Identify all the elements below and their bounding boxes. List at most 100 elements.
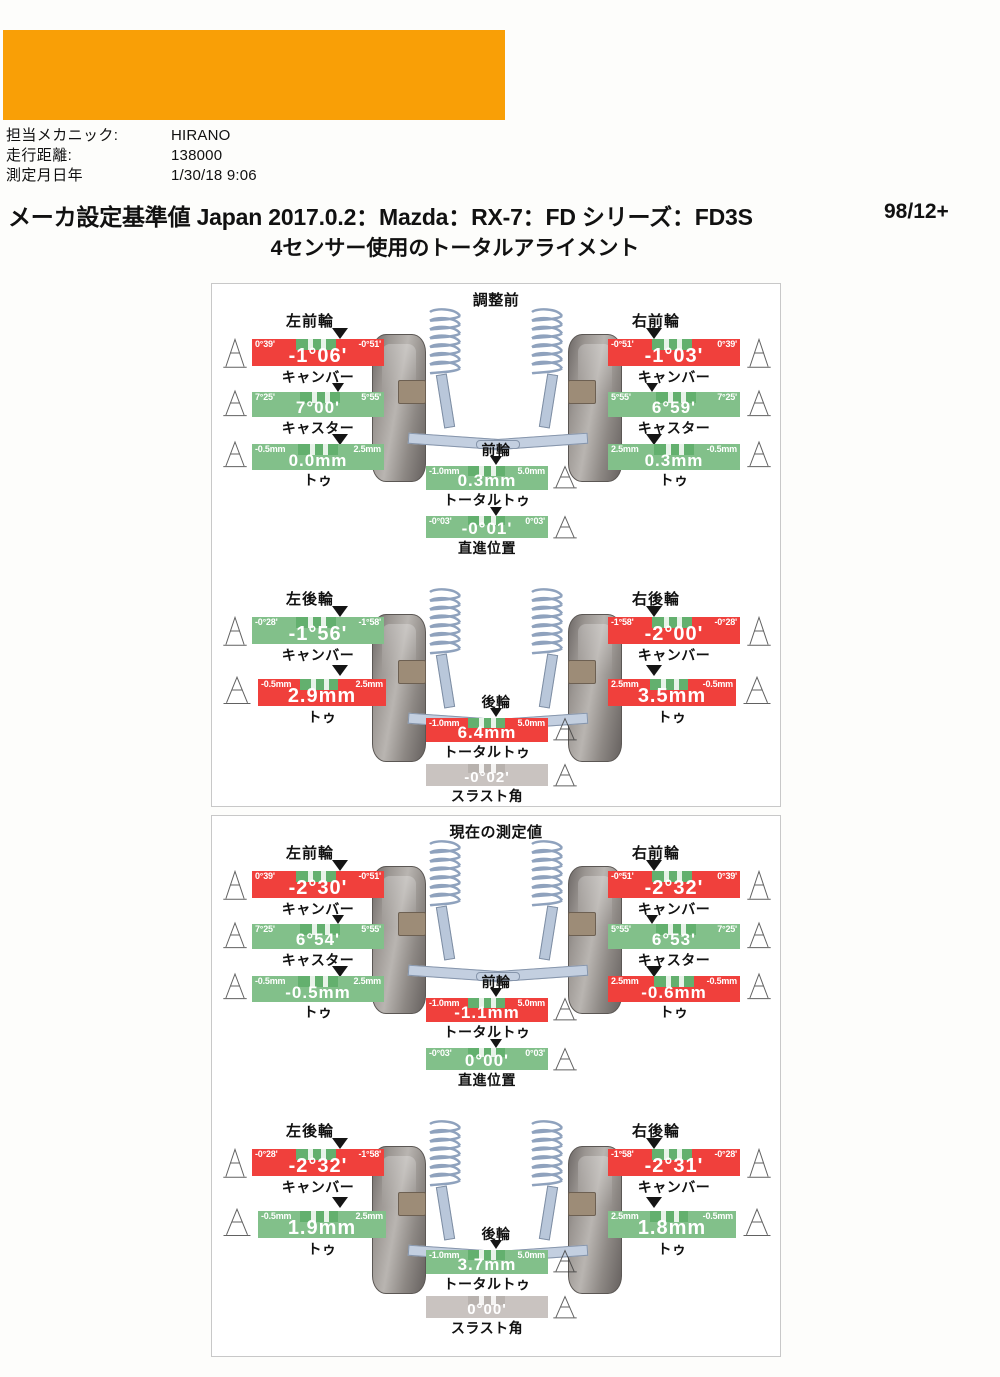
gauge-steering-position-tolerance-nick-left [479,1048,484,1058]
gauge-left-front-toe-tolerance-band [298,444,338,455]
gauge-steering-position-tolerance-band [468,1048,505,1058]
rear-left-hub [398,1192,426,1216]
gauge-right-rear-toe-tolerance-band [650,679,688,691]
gauge-left-rear-camber-bar: -0°28'-1°58'-2°32' [252,1149,384,1176]
gauge-left-rear-camber-tolerance-nick-right [321,617,326,629]
caster-sensor-icon-left-front [223,921,247,949]
toe-sensor-icon-left-rear [223,1207,251,1236]
gauge-steering-position-value: 0°00' [464,1051,510,1070]
gauge-steering-position-tolerance-nick-left [479,516,484,526]
rear-right-hub [568,660,596,684]
gauge-left-front-camber-tolerance-nick-left [308,339,313,351]
meta-row-odometer: 走行距離: 138000 [6,146,526,166]
gauge-right-front-camber-min-label: -0°51' [611,871,634,881]
gauge-left-front-caster: 7°25'5°55'6°54' [252,924,384,949]
gauge-steering-position-bar: -0°03'0°03'0°00' [426,1048,548,1070]
toe-sensor-icon-left-rear [223,675,251,704]
gauge-front-total-toe-max-label: 5.0mm [517,998,545,1008]
caption-left-front-camber: キャンバー [281,901,355,917]
toe-sensor-icon-right-rear [743,1207,771,1236]
caption-right-front-caster: キャスター [637,420,711,436]
gauge-right-rear-toe-tolerance-nick-left [661,679,666,691]
toe-sensor-icon-right-rear [743,675,771,704]
gauge-left-rear-camber-tolerance-nick-left [308,1149,313,1161]
caption-rear-total-toe: トータルトゥ [443,1276,531,1292]
gauge-right-front-caster-tolerance-nick-right [681,924,686,935]
gauge-steering-position-max-label: 0°03' [525,1048,545,1058]
gauge-front-total-toe-tolerance-nick-right [491,466,496,477]
gauge-left-rear-toe-tolerance-band [300,679,338,691]
gauge-right-front-caster-tolerance-nick-right [681,392,686,403]
gauge-left-front-camber-tolerance-band [296,339,336,351]
odometer-label: 走行距離: [6,147,73,164]
gauge-left-front-caster-bar: 7°25'5°55'6°54' [252,924,384,949]
gauge-left-rear-toe-max-label: 2.5mm [355,679,383,689]
label-left-rear: 左後輪 [286,591,335,608]
gauge-left-rear-camber-tolerance-nick-right [321,1149,326,1161]
gauge-right-front-camber-tolerance-nick-left [664,339,669,351]
gauge-left-front-camber-bar: 0°39'-0°51'-1°06' [252,339,384,366]
title-block: メーカ設定基準値 Japan 2017.0.2：Mazda：RX-7：FD シリ… [0,198,1000,262]
gauge-right-rear-toe-tolerance-nick-right [674,1211,679,1223]
gauge-right-rear-camber-tolerance-nick-left [664,617,669,629]
gauge-left-rear-toe-tolerance-band [300,1211,338,1223]
gauge-front-total-toe-max-label: 5.0mm [517,466,545,476]
arrow-right-rear-toe [646,665,662,676]
rear-left-spring [429,1120,462,1187]
gauge-right-rear-toe-min-label: 2.5mm [611,1211,639,1221]
gauge-left-front-caster-max-label: 5°55' [361,924,381,934]
gauge-rear-total-toe-tolerance-band [468,718,505,729]
arrow-steering-position [490,1039,502,1048]
gauge-right-rear-camber: -1°58'-0°28'-2°00' [608,617,740,644]
gauge-steering-position: -0°03'0°03'0°00' [426,1048,548,1070]
camber-sensor-icon-right-rear [747,615,771,646]
caption-thrust-angle: スラスト角 [450,788,524,804]
caption-right-front-caster: キャスター [637,952,711,968]
gauge-left-rear-camber-tolerance-band [296,617,336,629]
gauge-right-front-camber: -0°51'0°39'-2°32' [608,871,740,898]
gauge-front-total-toe-tolerance-nick-left [479,998,484,1009]
gauge-front-total-toe-tolerance-band [468,998,505,1009]
gauge-steering-position-tolerance-nick-right [491,1048,496,1058]
gauge-left-front-toe-tolerance-nick-right [323,976,328,987]
spec-title: メーカ設定基準値 Japan 2017.0.2：Mazda：RX-7：FD シリ… [8,204,753,230]
arrow-right-front-caster [646,383,658,392]
gauge-left-front-camber-tolerance-nick-left [308,871,313,883]
gauge-thrust-angle: -0°02' [426,764,548,786]
caption-left-front-caster: キャスター [281,952,355,968]
caption-rear-axle: 後輪 [481,694,511,710]
gauge-right-front-camber: -0°51'0°39'-1°03' [608,339,740,366]
gauge-right-rear-camber-min-label: -1°58' [611,1149,634,1159]
label-right-rear: 右後輪 [632,591,681,608]
gauge-right-front-caster: 5°55'7°25'6°59' [608,392,740,417]
front-left-strut [435,905,456,961]
gauge-right-front-toe-tolerance-band [654,976,694,987]
meta-row-mechanic: 担当メカニック: HIRANO [6,126,526,146]
gauge-right-front-toe-value: 0.3mm [644,451,704,470]
gauge-left-front-camber-value: -2°30' [288,877,348,898]
rear-left-spring [429,588,462,655]
gauge-thrust-angle-tolerance-nick-right [491,764,496,774]
gauge-left-rear-camber-bar: -0°28'-1°58'-1°56' [252,617,384,644]
gauge-thrust-angle-tolerance-nick-left [479,764,484,774]
gauge-right-rear-camber-bar: -1°58'-0°28'-2°31' [608,1149,740,1176]
gauge-rear-total-toe-value: 6.4mm [457,723,517,742]
gauge-right-rear-toe-tolerance-nick-left [661,1211,666,1223]
caption-front-axle: 前輪 [481,442,511,458]
gauge-left-front-camber-tolerance-nick-right [321,339,326,351]
rear-axle-icon [553,717,577,741]
toe-sensor-icon-right-front [747,440,771,468]
camber-sensor-icon-right-rear [747,1147,771,1178]
gauge-thrust-angle: 0°00' [426,1296,548,1318]
gauge-left-rear-toe-tolerance-nick-left [311,679,316,691]
datetime-label: 測定月日年 [6,167,84,184]
gauge-right-front-camber-value: -2°32' [644,877,704,898]
arrow-right-front-toe [646,966,662,977]
gauge-right-rear-camber-min-label: -1°58' [611,617,634,627]
gauge-rear-total-toe-min-label: -1.0mm [429,1250,460,1260]
gauge-thrust-angle-tolerance-nick-right [491,1296,496,1306]
